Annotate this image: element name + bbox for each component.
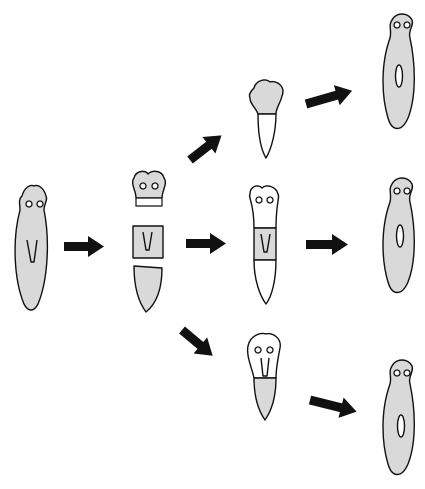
amputated-fragments [133,171,166,312]
head-piece-wound [136,198,162,206]
arrow-top-to-regenerated [303,81,355,114]
regenerating-tail-fragment [248,334,281,421]
regenerated-worm-middle-eye-left [394,188,400,194]
arrows [64,81,359,422]
head-piece-eye-right [152,183,158,189]
arrow-bottom-to-regenerated [307,390,359,422]
top-regenerating-head [249,80,282,114]
head-piece-eye-left [140,183,146,189]
top-new-tail-tissue [258,114,276,158]
regenerating-trunk-fragment [250,186,279,304]
regenerated-worm-middle-pharynx [397,225,404,247]
regenerated-worm-middle-eye-right [404,188,410,194]
intact-worm-eye-right [37,201,43,207]
regenerated-worm-top [383,14,414,129]
bottom-tail-tissue [254,378,276,420]
regenerated-worm-middle [383,178,414,293]
tail-piece [134,266,162,312]
arrow-to-trunk-fragment [186,233,226,254]
head-piece [133,171,166,198]
bottom-eye-left [255,347,261,353]
arrow-to-head-fragment [184,127,228,168]
regenerated-worm-top-eye-right [404,22,410,28]
regenerated-worm-bottom-eye-right [404,370,410,376]
regenerated-worm-top-eye-left [394,22,400,28]
intact-worm-eye-left [26,201,32,207]
middle-eye-right [267,197,273,203]
regenerated-worm-bottom-pharynx [398,415,405,437]
regenerated-worm-bottom-eye-left [394,370,400,376]
regenerated-worm-bottom [383,360,414,475]
bottom-eye-right [267,347,273,353]
middle-new-tail-tissue [254,260,276,304]
middle-new-head-tissue [250,186,279,228]
trunk-piece [133,226,163,258]
regenerating-head-fragment [249,80,282,158]
bottom-new-head-tissue [248,334,281,379]
arrow-amputation [64,236,104,257]
arrow-to-tail-fragment [175,322,219,364]
middle-eye-left [256,197,262,203]
intact-worm [15,185,47,310]
middle-trunk-tissue [254,228,276,260]
regenerated-worm-top-pharynx [396,65,403,87]
arrow-middle-to-regenerated [306,234,348,255]
